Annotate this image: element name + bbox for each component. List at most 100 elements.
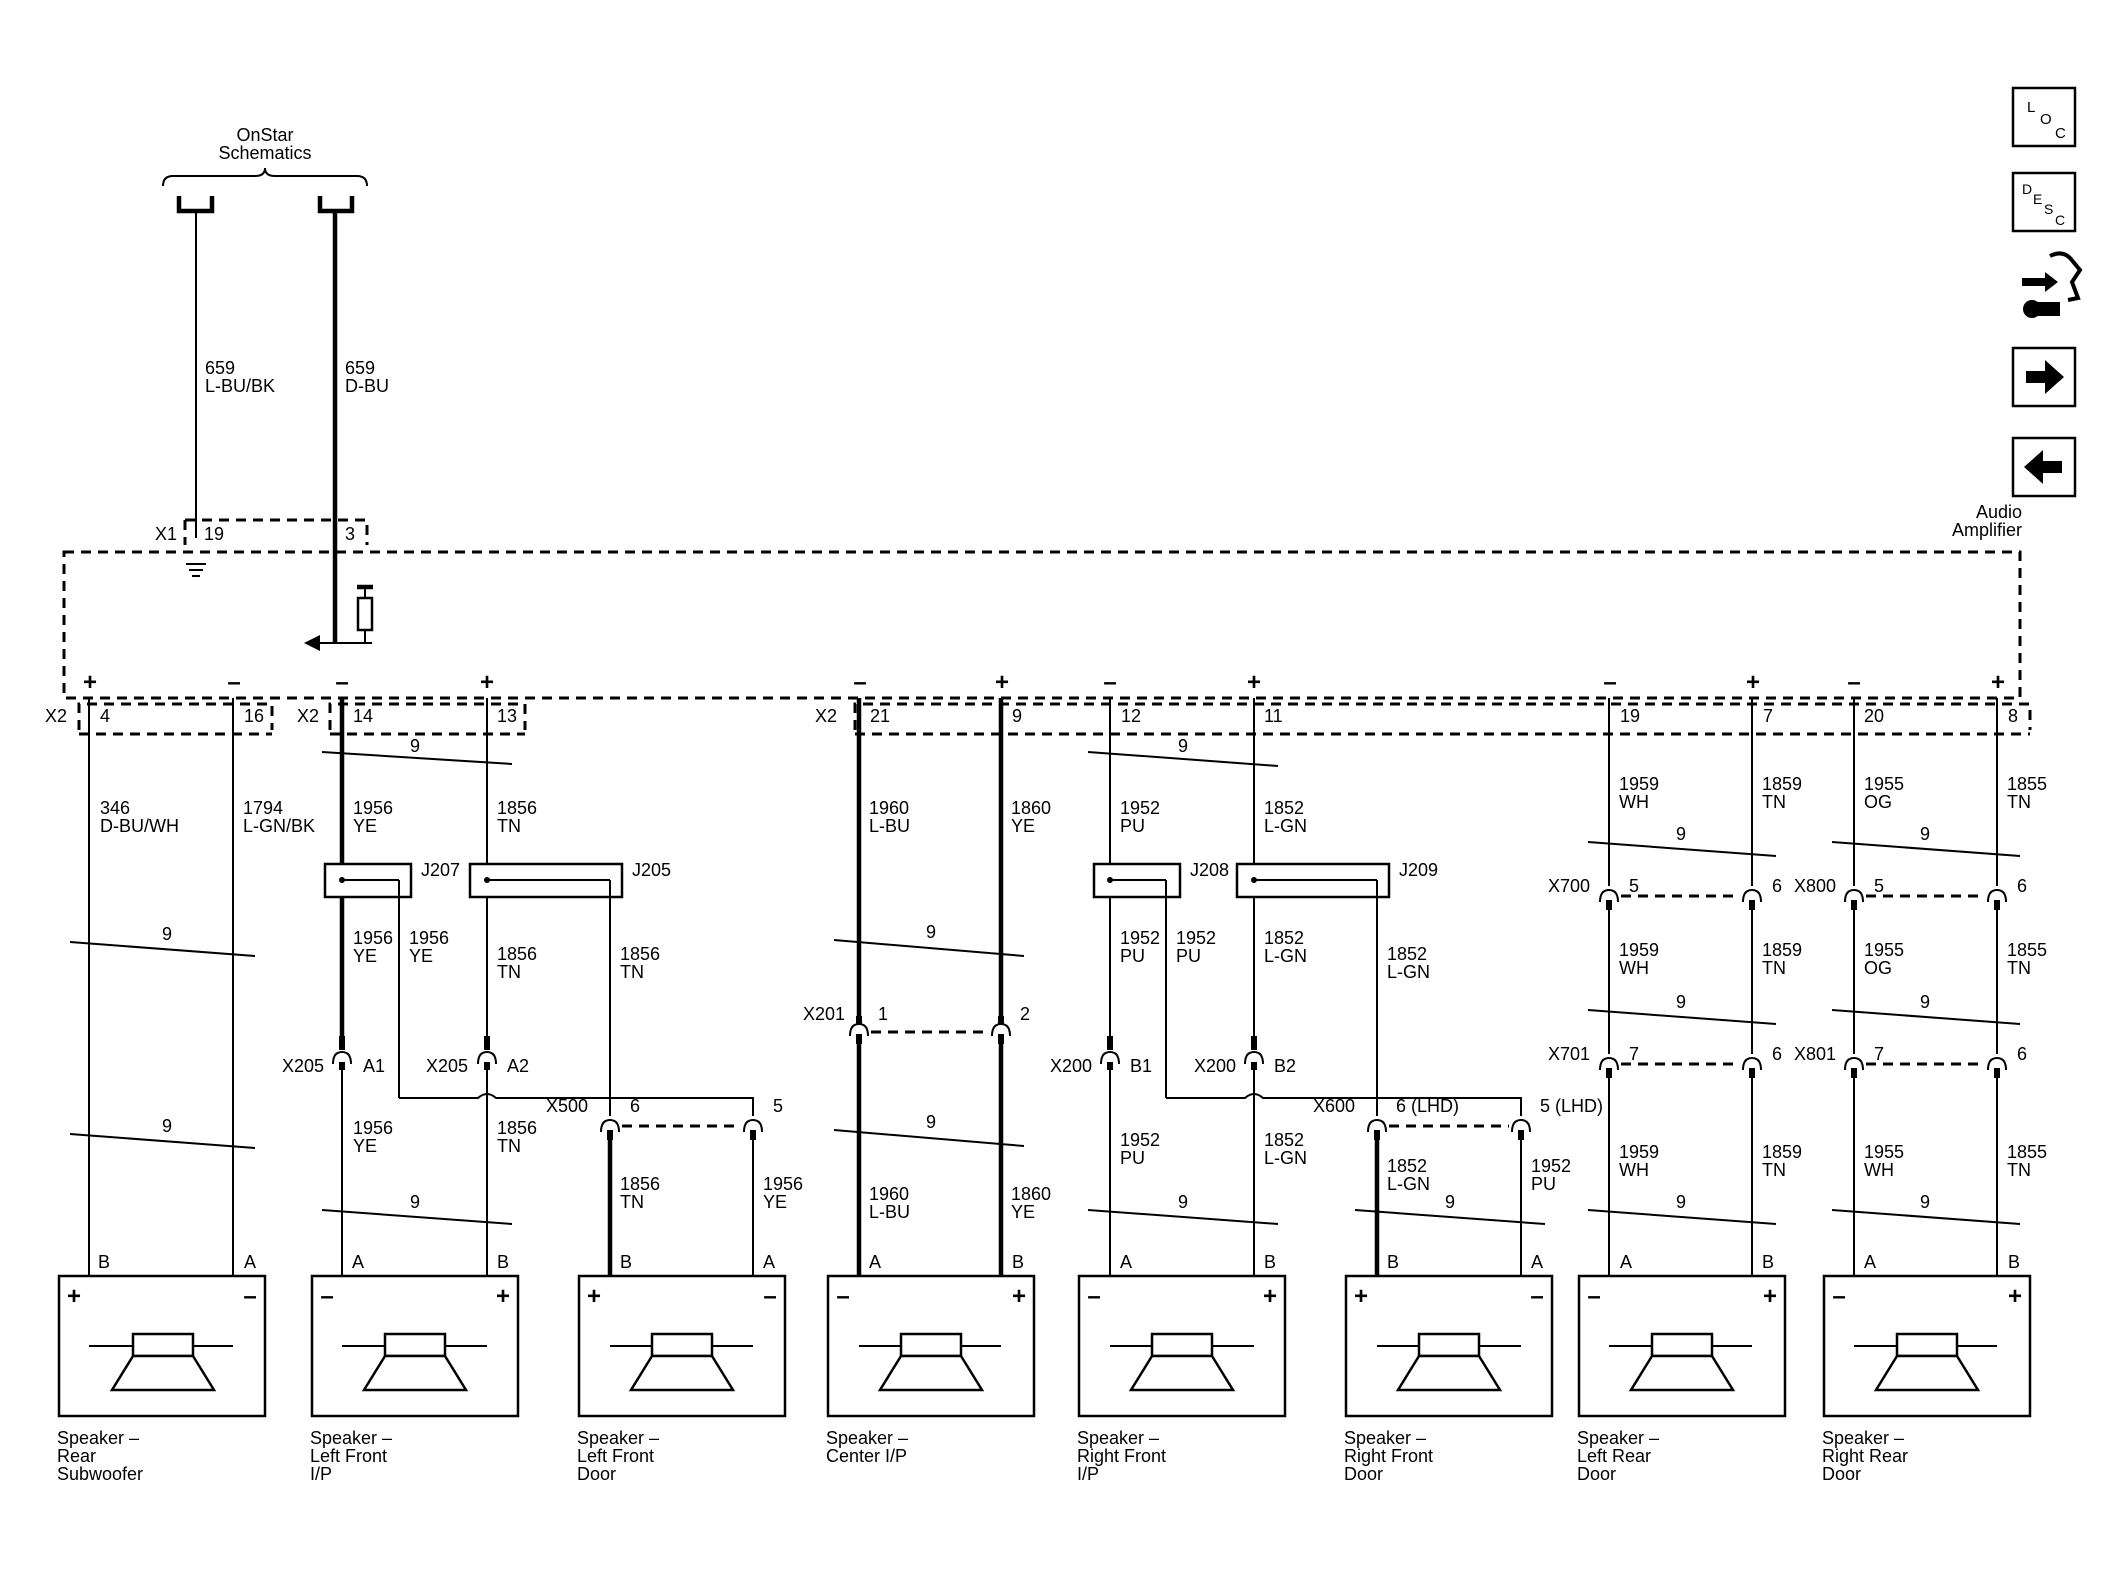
onstar-pin-left: [176, 196, 215, 214]
splice-label: J205: [632, 860, 671, 880]
loc-button[interactable]: L O C: [2011, 86, 2077, 148]
twist-mark: [321, 1209, 513, 1225]
polarity-mark: +: [1247, 669, 1261, 696]
wire-color: PU: [1120, 1148, 1145, 1168]
polarity-mark: +: [995, 669, 1009, 696]
wire-circuit: 1959: [1619, 774, 1659, 794]
wire-circuit: 1852: [1264, 1130, 1304, 1150]
wire-circuit: 1852: [1264, 798, 1304, 818]
twist-count: 9: [1445, 1192, 1455, 1212]
speaker-polarity: –: [1832, 1283, 1845, 1310]
x2-connector: [328, 702, 527, 736]
top-wire-circuit: 659: [345, 358, 375, 378]
desc-letter: E: [2033, 191, 2042, 207]
loc-letter: O: [2040, 111, 2052, 128]
ground-icon: [186, 563, 206, 577]
connector-pin: 7: [1874, 1044, 1884, 1064]
polarity-mark: –: [335, 669, 348, 696]
onstar-brace: [162, 167, 368, 187]
inline-connector: [332, 1036, 497, 1070]
speaker-name: Speaker –: [310, 1428, 392, 1448]
wire-color: WH: [1619, 958, 1649, 978]
speaker-icon: [1377, 1332, 1521, 1392]
twist-count: 9: [162, 924, 172, 944]
terminal-label: A: [1864, 1252, 1876, 1272]
inline-connector: [849, 1016, 1011, 1044]
speaker-name: I/P: [1077, 1464, 1099, 1484]
channel-right-front-door: X600 6 (LHD) 5 (LHD) 1852 L-GN 1952 PU 9…: [1166, 1093, 1603, 1484]
twist-count: 9: [1676, 1192, 1686, 1212]
wire-circuit: 1952: [1120, 798, 1160, 818]
twist-mark: [833, 1129, 1025, 1147]
wire-color: L-GN: [1387, 1174, 1430, 1194]
twist-count: 9: [1178, 736, 1188, 756]
terminal-label: B: [1264, 1252, 1276, 1272]
terminal-label: A: [869, 1252, 881, 1272]
speaker-polarity: +: [1763, 1283, 1777, 1310]
speaker-polarity: –: [836, 1283, 849, 1310]
connector-label: X700: [1548, 876, 1590, 896]
twist-mark: [1587, 1209, 1777, 1225]
prev-page-button[interactable]: [2011, 436, 2077, 498]
wire-color: L-BU: [869, 1202, 910, 1222]
speaker-polarity: +: [1263, 1283, 1277, 1310]
desc-letter: D: [2022, 181, 2032, 197]
wire-circuit: 1852: [1387, 944, 1427, 964]
speaker-polarity: –: [763, 1283, 776, 1310]
speaker-name: Center I/P: [826, 1446, 907, 1466]
loc-letter: L: [2027, 99, 2035, 116]
wire-color: PU: [1120, 816, 1145, 836]
speaker-icon: [610, 1332, 753, 1392]
wire-circuit: 1859: [1762, 940, 1802, 960]
speaker-polarity: +: [587, 1283, 601, 1310]
speaker-polarity: –: [1530, 1283, 1543, 1310]
wire-color: L-BU: [869, 816, 910, 836]
connector-label: X205: [282, 1056, 324, 1076]
wire-color: WH: [1619, 1160, 1649, 1180]
wire-color: TN: [2007, 958, 2031, 978]
wire-circuit: 1955: [1864, 774, 1904, 794]
wire-color: OG: [1864, 792, 1892, 812]
onstar-title-line1: OnStar: [236, 125, 293, 145]
terminal-label: A: [352, 1252, 364, 1272]
top-wire-circuit: 659: [205, 358, 235, 378]
module-label-line1: Audio: [1976, 502, 2022, 522]
terminal-label: B: [1762, 1252, 1774, 1272]
terminal-label: A: [1120, 1252, 1132, 1272]
pin-number: 19: [1620, 706, 1640, 726]
connector-label: X201: [803, 1004, 845, 1024]
pin-number: 13: [497, 706, 517, 726]
next-page-button[interactable]: [2011, 346, 2077, 408]
pin-number: 11: [1264, 706, 1283, 726]
polarity-mark: –: [227, 669, 240, 696]
wire-circuit: 1959: [1619, 940, 1659, 960]
wire-color: TN: [1762, 792, 1786, 812]
wire-circuit: 1794: [243, 798, 283, 818]
speaker-icon: [1854, 1332, 1997, 1392]
speaker-name: Left Front: [310, 1446, 387, 1466]
speaker-polarity: –: [1087, 1283, 1100, 1310]
connector-pin: 6: [1772, 876, 1782, 896]
wire-color: L-GN/BK: [243, 816, 315, 836]
audio-amplifier-module: [62, 550, 2022, 700]
speaker-name: Speaker –: [1577, 1428, 1659, 1448]
connector-view-button[interactable]: [2022, 251, 2083, 318]
twist-count: 9: [1920, 992, 1930, 1012]
speaker-name: Door: [1822, 1464, 1861, 1484]
pin-number: 21: [870, 706, 890, 726]
connector-view-icon: [2023, 300, 2041, 318]
speaker-icon: [859, 1332, 1001, 1392]
resistor-icon: [356, 596, 374, 632]
inline-connector: [1599, 1056, 1762, 1078]
desc-button[interactable]: D E S C: [2011, 171, 2077, 233]
twist-mark: [1087, 751, 1279, 767]
polarity-mark: –: [1603, 669, 1616, 696]
module-label-line2: Amplifier: [1952, 520, 2022, 540]
wire-color: YE: [1011, 816, 1035, 836]
terminal-label: B: [1387, 1252, 1399, 1272]
wire-circuit: 346: [100, 798, 130, 818]
twist-count: 9: [1920, 824, 1930, 844]
wire-circuit: 1856: [497, 1118, 537, 1138]
channel-right-rear-door: – + 20 8 1955 OG 1855 TN 9 X800 5 6 1955…: [1794, 669, 2047, 1484]
onstar-pin-right: [317, 196, 355, 214]
